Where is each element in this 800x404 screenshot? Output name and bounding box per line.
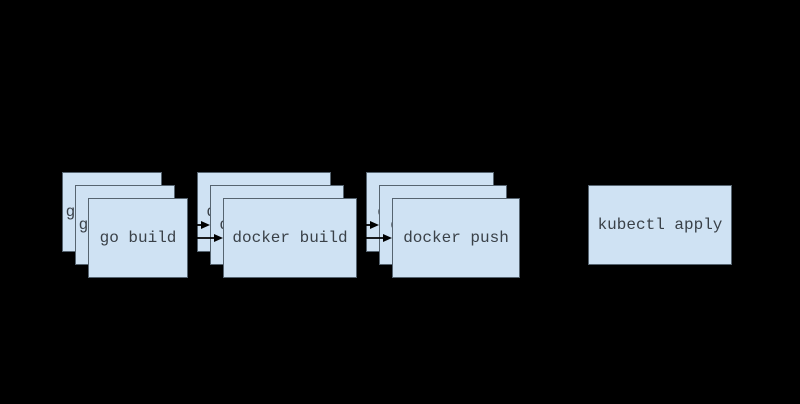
kubectl-apply-card: kubectl apply xyxy=(588,185,732,265)
go-build-card-front: go build xyxy=(88,198,188,278)
docker-push-card-front: docker push xyxy=(392,198,520,278)
docker-build-label: docker build xyxy=(232,229,348,247)
docker-build-card-front: docker build xyxy=(223,198,357,278)
kubectl-apply-label: kubectl apply xyxy=(597,216,723,234)
go-build-label: go build xyxy=(99,229,177,247)
docker-push-label: docker push xyxy=(403,229,509,247)
